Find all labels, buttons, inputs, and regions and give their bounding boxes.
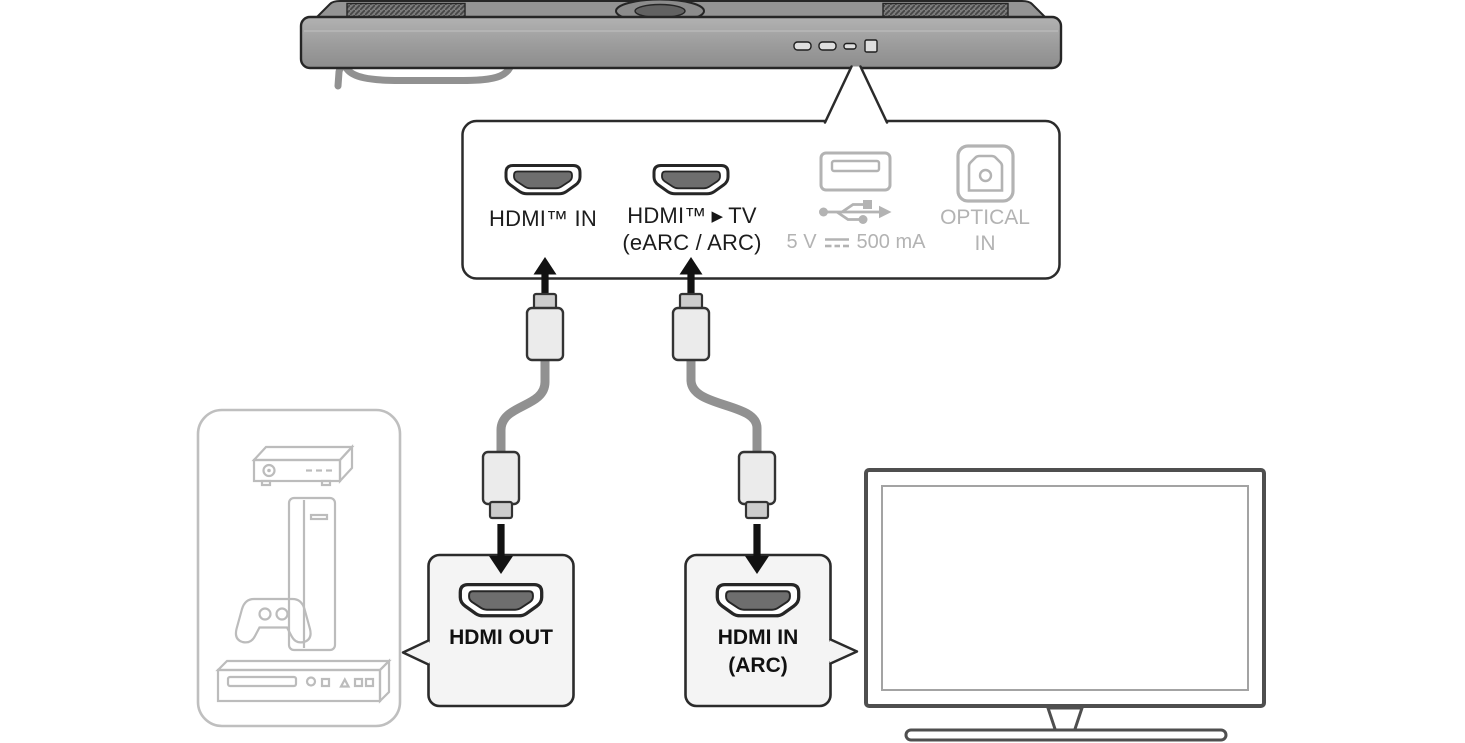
hdmi-tv-port-icon [652,164,730,196]
hdmi-out-port-icon [458,583,544,618]
usb-voltage-text: 5 V [786,231,817,253]
source-devices-outline [196,408,402,728]
soundbar-rear-ports [793,39,878,53]
hdmi-out-label: HDMI OUT [449,626,553,649]
optical-label-line1: OPTICAL [940,206,1030,229]
usb-power-label: 5 V 500 mA [766,231,946,254]
hdmi-tv-target-text: TV [728,203,757,228]
hdmi-in-port-label: HDMI™ IN [489,206,597,231]
hdmi-in-arc-box [684,553,859,708]
tv [864,468,1266,742]
hdmi-in-arc-label-line2: (ARC) [728,654,788,677]
hdmi-tv-brand-text: HDMI™ [627,203,707,228]
hdmi-out-box-pointer [401,638,431,667]
set-top-box-icon [251,444,355,487]
callout-wedge [825,66,887,123]
hdmi-plug-up-left-icon [525,292,565,362]
soundbar-grille-right-icon [882,2,1009,19]
soundbar [299,0,1063,90]
dc-symbol-icon [824,238,849,248]
hdmi-tv-port-label-line1: HDMI™▶TV [602,203,782,230]
usb-symbol-icon [819,200,892,224]
hdmi-cable-left [496,345,550,463]
usb-current-text: 500 mA [856,231,926,253]
soundbar-body [299,15,1063,70]
dvd-player-icon [215,658,392,704]
gamepad-icon [234,597,312,644]
optical-in-label: OPTICAL IN [915,205,1055,257]
hdmi-plug-down-right-icon [737,450,777,520]
to-tv-arrow-icon: ▶ [711,208,724,225]
tv-stand-base [904,728,1228,742]
game-console-icon [287,496,337,652]
soundbar-grille-left-icon [346,2,466,19]
hdmi-tv-port-label-line2: (eARC / ARC) [622,230,762,255]
panel-outline [461,119,1061,280]
ports-callout-panel [461,65,1061,280]
hdmi-cables [496,345,762,463]
hdmi-plug-up-right-icon [671,292,711,362]
usb-port-icon [819,151,892,192]
tv-screen [881,485,1249,691]
hdmi-cable-right [686,345,762,463]
hdmi-in-arc-port-icon [715,583,801,618]
hdmi-in-arc-box-pointer [829,637,859,666]
hdmi-plug-down-left-icon [481,450,521,520]
hdmi-in-arc-label: HDMI IN (ARC) [683,624,833,680]
optical-port-icon [956,144,1015,203]
hdmi-in-port-icon [504,164,582,196]
tv-stand-neck [1045,706,1085,734]
hdmi-tv-port-label: HDMI™▶TV (eARC / ARC) [602,203,782,256]
hdmi-in-arc-label-line1: HDMI IN [717,626,799,649]
optical-label-line2: IN [974,232,996,255]
source-devices-box [196,408,402,728]
